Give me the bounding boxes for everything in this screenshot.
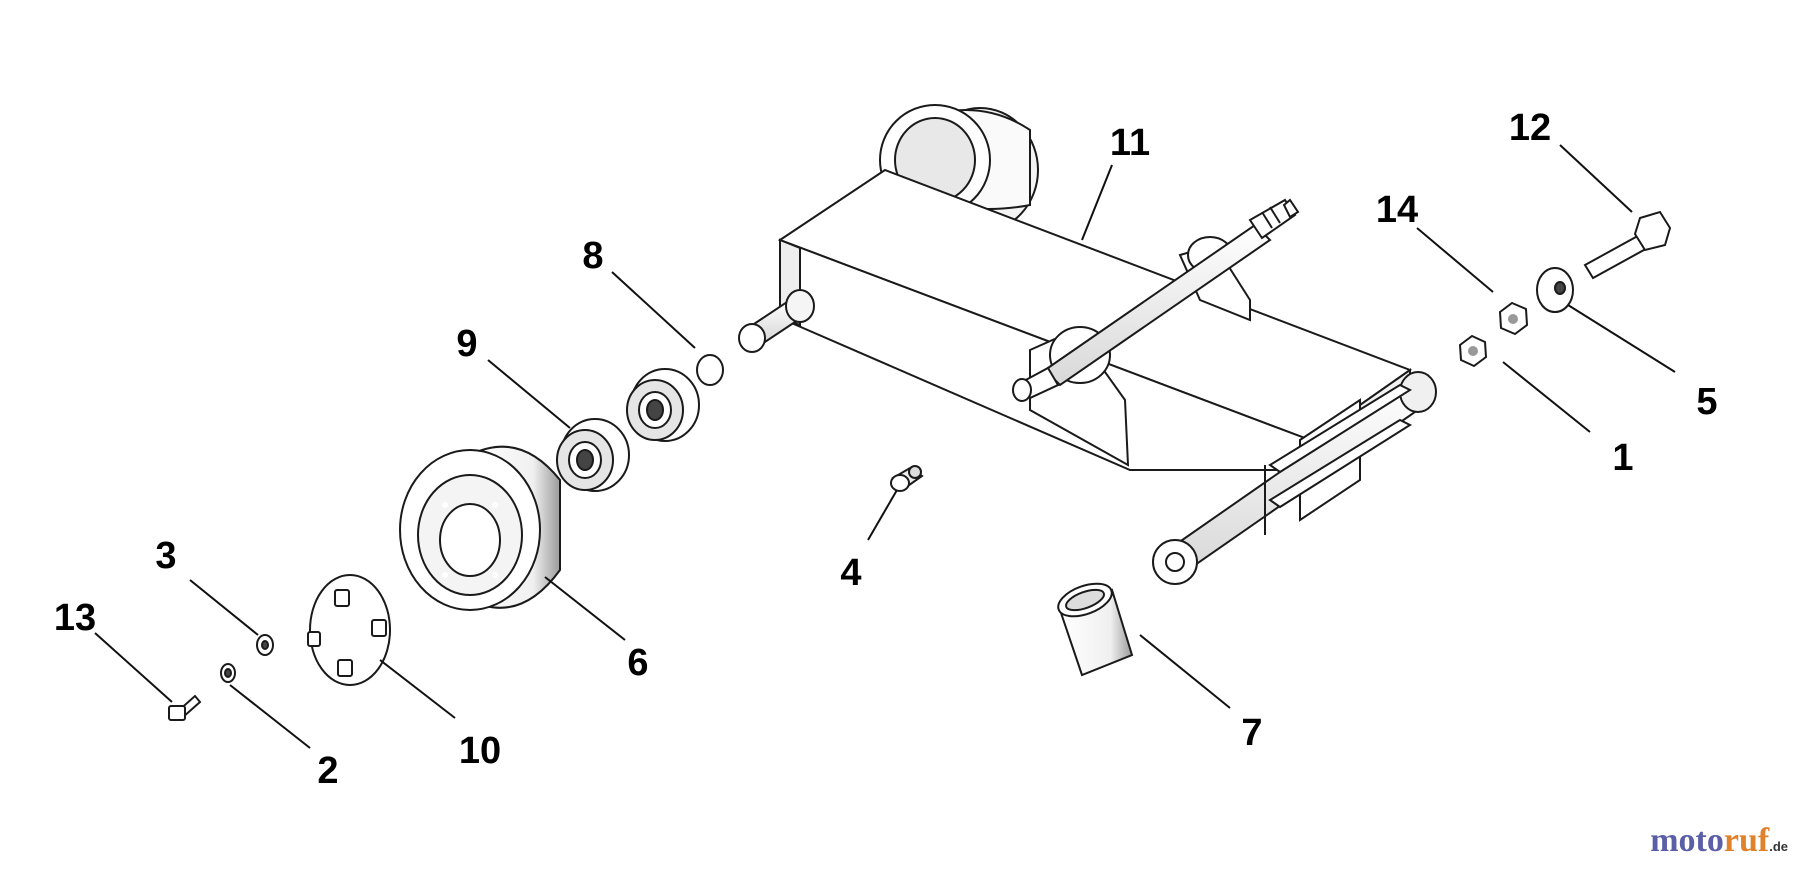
leader-14 <box>1416 227 1494 293</box>
leader-7 <box>1139 634 1231 709</box>
snap-ring <box>696 354 724 386</box>
part-label-11: 11 <box>1110 122 1150 164</box>
part-label-10: 10 <box>459 730 501 772</box>
grease-fitting <box>890 465 924 492</box>
leader-10 <box>379 659 456 719</box>
leader-5 <box>1567 304 1676 373</box>
bushing-sleeve <box>1057 582 1134 677</box>
leader-11 <box>1081 164 1113 241</box>
watermark-part-b: ruf <box>1723 822 1770 859</box>
leader-1 <box>1502 361 1591 433</box>
part-label-14: 14 <box>1376 189 1418 231</box>
part-label-7: 7 <box>1241 712 1262 754</box>
watermark-suffix: .de <box>1769 839 1788 854</box>
part-label-4: 4 <box>840 552 861 594</box>
part-label-8: 8 <box>582 235 603 277</box>
leader-12 <box>1559 144 1633 213</box>
leader-4 <box>867 489 898 541</box>
watermark-part-a: moto <box>1650 822 1724 859</box>
axle-frame-assembly <box>738 104 1437 585</box>
hex-bolt-large <box>1583 210 1672 280</box>
part-label-12: 12 <box>1509 107 1551 149</box>
part-label-1: 1 <box>1612 437 1633 479</box>
washer <box>256 634 274 656</box>
lock-washer <box>220 663 236 683</box>
part-label-13: 13 <box>54 597 96 639</box>
leader-9 <box>487 359 571 429</box>
part-label-5: 5 <box>1696 381 1717 423</box>
leader-6 <box>544 576 626 641</box>
part-label-6: 6 <box>627 642 648 684</box>
ball-bearing-outer <box>556 418 630 492</box>
hex-bolt-small <box>168 694 202 721</box>
flat-washer <box>1536 267 1574 313</box>
roller-wheel <box>399 445 561 611</box>
part-labels: 1 2 3 4 5 6 7 8 9 10 11 12 13 14 <box>54 107 1718 792</box>
ball-bearing-inner <box>626 368 700 442</box>
leader-13 <box>94 632 173 703</box>
hex-nut-1 <box>1458 334 1488 368</box>
leader-8 <box>611 271 696 349</box>
watermark-logo: motoruf.de <box>1650 822 1788 860</box>
leader-lines <box>94 144 1676 749</box>
hex-nut-14 <box>1498 301 1529 336</box>
hub-plate <box>307 574 391 686</box>
leader-2 <box>229 684 311 749</box>
part-label-9: 9 <box>456 323 477 365</box>
part-label-3: 3 <box>155 535 176 577</box>
part-label-2: 2 <box>317 750 338 792</box>
leader-3 <box>189 579 259 636</box>
